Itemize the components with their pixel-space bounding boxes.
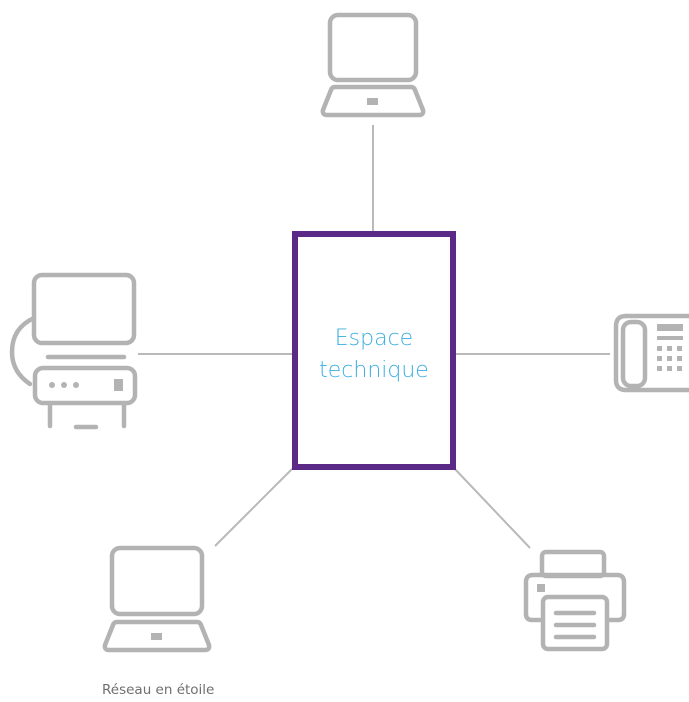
desk-phone-icon [613,313,689,393]
hub-label-line1: Espace [335,326,413,351]
printer-icon [523,549,627,652]
hub-label-line2: technique [319,358,429,383]
hub-box [292,231,456,470]
laptop-icon [320,12,426,118]
connector-bottom-left [214,467,294,547]
diagram-caption: Réseau en étoile [102,682,214,698]
central-hub: Espace technique [292,231,456,470]
connector-bottom-right [453,467,531,549]
desktop-computer-icon [9,272,138,430]
laptop-icon [102,545,212,653]
